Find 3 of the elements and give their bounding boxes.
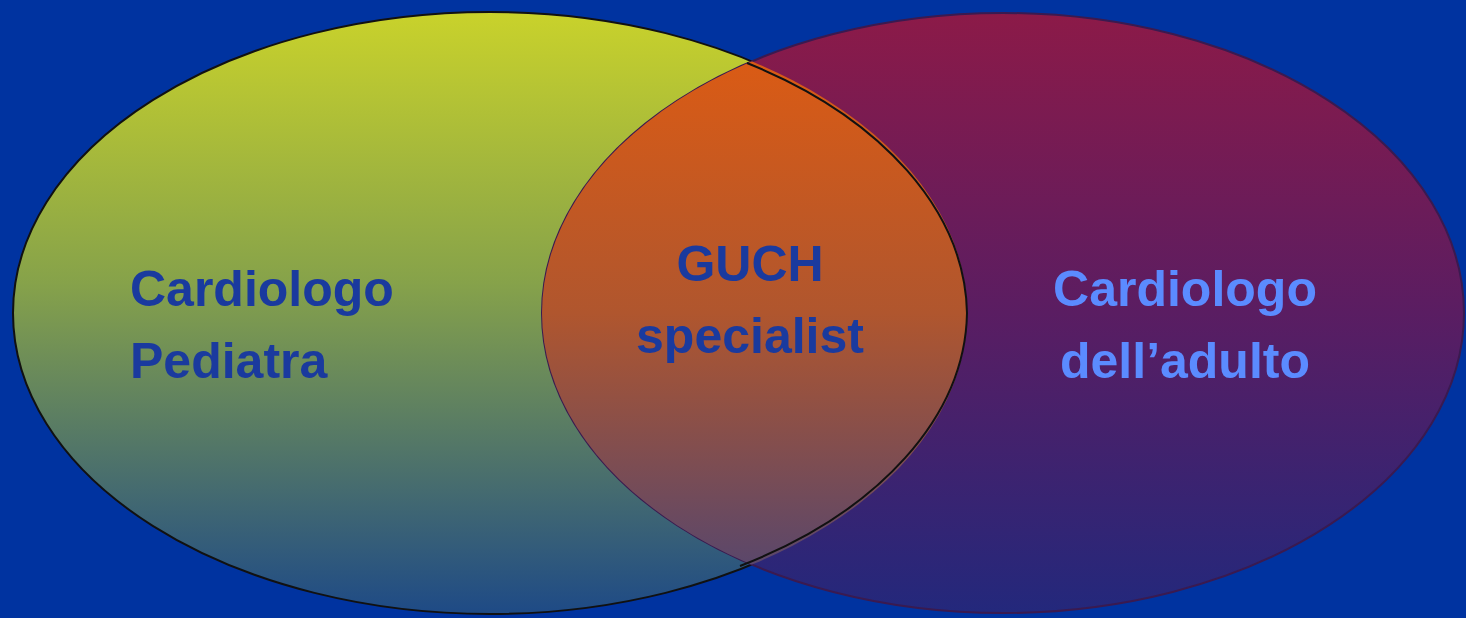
venn-label: GUCH specialist bbox=[635, 235, 865, 366]
venn-label: Cardiologo Pediatra bbox=[130, 260, 395, 391]
venn-label: Cardiologo dell’adulto bbox=[1052, 260, 1318, 391]
